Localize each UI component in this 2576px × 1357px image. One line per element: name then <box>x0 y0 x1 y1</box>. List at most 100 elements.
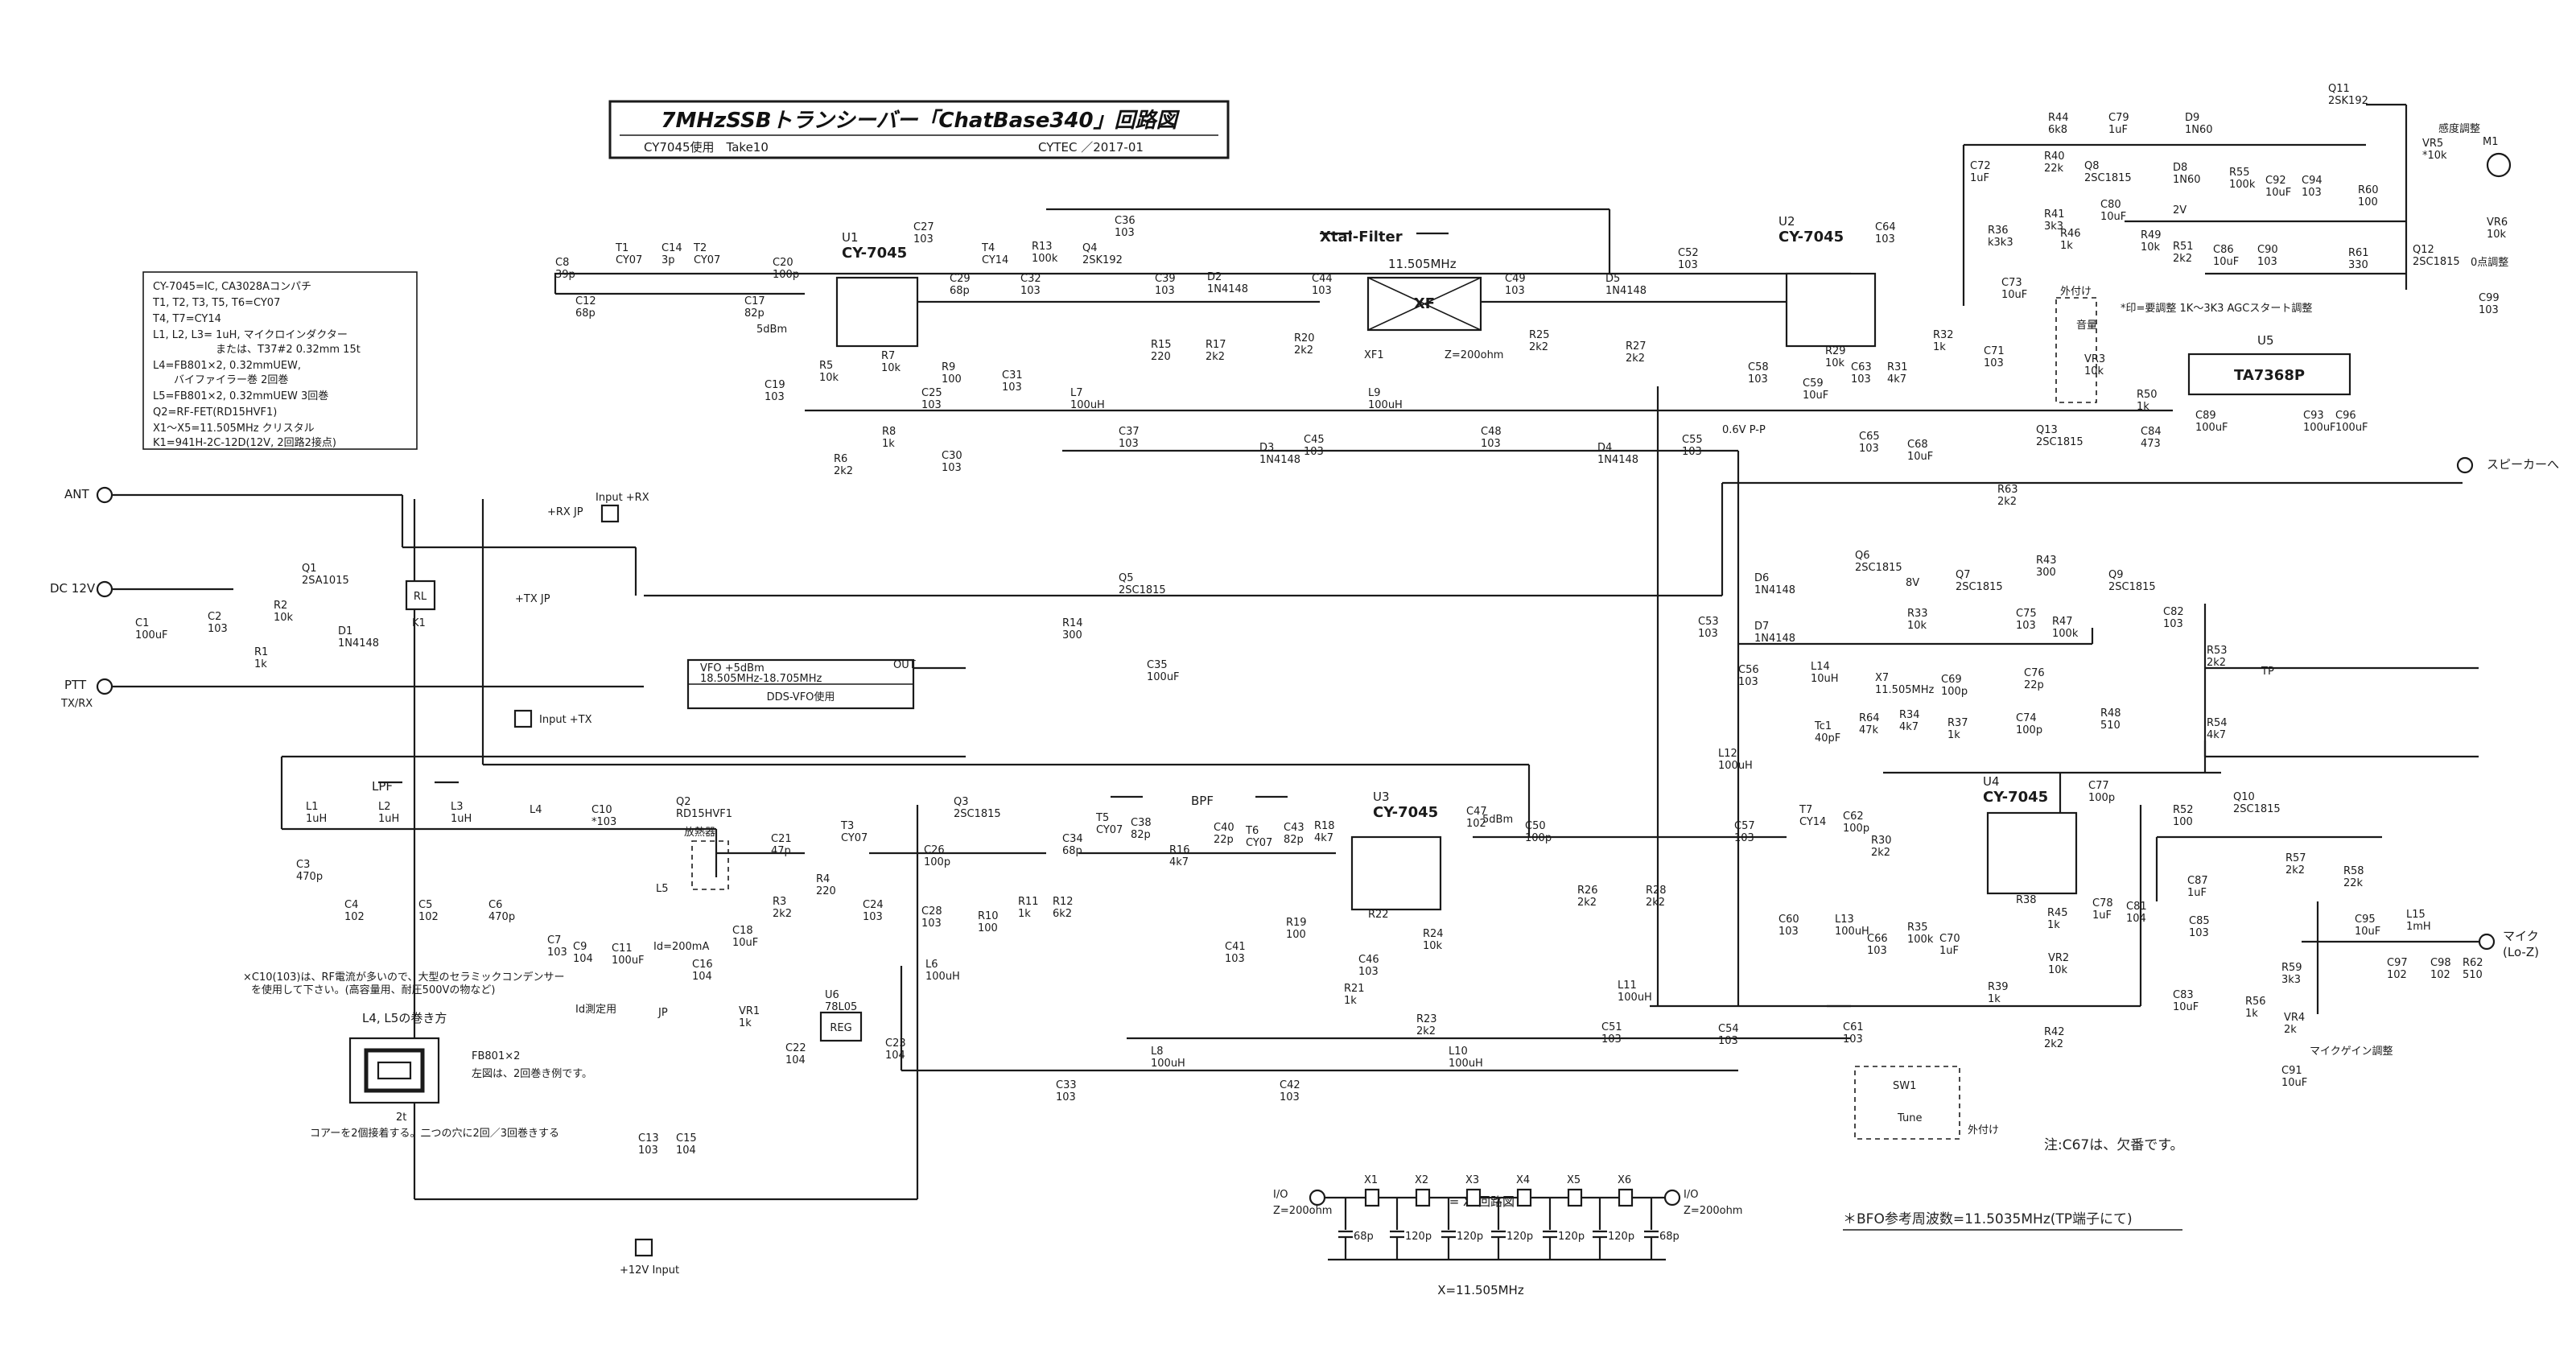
component-vr5: VR5*10k <box>2422 138 2447 162</box>
dc-terminal <box>96 580 113 598</box>
component-ref: R34 <box>1899 709 1920 721</box>
component-ref: L13 <box>1835 914 1854 926</box>
component-ref: VR6 <box>2487 217 2508 229</box>
agc-note: *印=要調整 1K〜3K3 AGCスタート調整 <box>2121 303 2312 315</box>
component-ref: C78 <box>2092 897 2113 909</box>
component-value: 100p <box>2016 724 2042 736</box>
component-ref: T1 <box>615 242 629 254</box>
vfo-line: 18.505MHz-18.705MHz <box>700 673 822 685</box>
component-value: 103 <box>942 462 962 474</box>
title-sub-left: CY7045使用 Take10 <box>644 140 769 155</box>
component-value: 10uF <box>2173 1001 2199 1013</box>
component-value: 100 <box>2358 196 2378 208</box>
component-ref: T7 <box>1799 804 1812 816</box>
component-ref: C30 <box>942 450 962 462</box>
component-ref: R61 <box>2348 247 2369 259</box>
component-ref: C98 <box>2430 957 2451 969</box>
component-ref: R6 <box>834 453 847 465</box>
component-ref: R38 <box>2016 894 2037 906</box>
component-value: 102 <box>2430 969 2450 981</box>
component-ref: R11 <box>1018 896 1039 908</box>
component-value: 2SC1815 <box>2036 436 2083 448</box>
component-ref: C11 <box>612 942 633 955</box>
component-ref: R24 <box>1423 928 1444 940</box>
component-ref: C57 <box>1734 820 1755 832</box>
meter-m1 <box>2486 152 2512 178</box>
component-value: 100uF <box>135 629 168 641</box>
component-value: 10k <box>1423 940 1443 952</box>
sensitivity-label: 感度調整 <box>2438 122 2480 135</box>
component-value: 1N4148 <box>1207 283 1248 295</box>
component-ref: R64 <box>1859 712 1880 724</box>
component-value: 300 <box>1062 629 1082 641</box>
component-value: 100uH <box>1618 992 1652 1004</box>
bfo-note: ＊BFO参考周波数=11.5035MHz(TP端子にて) <box>1843 1211 2133 1227</box>
component-value: 100uF <box>2335 422 2368 434</box>
ext-label: 外付け <box>1968 1124 1999 1136</box>
cap-value: 120p <box>1506 1231 1533 1243</box>
component-value: 1uF <box>2092 909 2112 922</box>
component-value: 103 <box>1738 676 1758 688</box>
component-ref: C29 <box>950 273 971 285</box>
component-value: 103 <box>1859 443 1879 455</box>
component-value: 2k <box>2284 1024 2297 1036</box>
v8-label: 8V <box>1906 577 1919 589</box>
xf-section-title: = XF回路図 = <box>1449 1194 1529 1209</box>
component-value: 2SC1815 <box>2084 172 2132 184</box>
component-value: 6k8 <box>2048 124 2067 136</box>
component-value: 1uF <box>1939 945 1959 957</box>
component-value: 103 <box>921 399 942 411</box>
component-value: 103 <box>638 1145 658 1157</box>
component-value: 100uF <box>2303 422 2336 434</box>
component-ref: Q11 <box>2328 83 2350 95</box>
note-line: T1, T2, T3, T5, T6=CY07 <box>152 297 280 309</box>
component-ref: C68 <box>1907 439 1928 451</box>
component-value: 2k2 <box>834 465 853 477</box>
component-value: 103 <box>1002 382 1022 394</box>
component-value: 10k <box>2487 229 2507 241</box>
component-ref: R46 <box>2060 228 2081 240</box>
component-value: 103 <box>1225 953 1245 965</box>
ic-u2: U2 CY-7045 <box>1778 214 1877 348</box>
component-ref: C87 <box>2187 875 2208 887</box>
jp-label: JP <box>657 1007 668 1019</box>
component-ref: L2 <box>378 801 391 813</box>
vpp-label: 0.6V P-P <box>1722 424 1766 436</box>
component-value: 1N4148 <box>1259 454 1300 466</box>
component-value: 1uH <box>378 813 399 825</box>
component-ref: R5 <box>819 360 833 372</box>
component-ref: R25 <box>1529 329 1550 341</box>
xf-freq: X=11.505MHz <box>1437 1283 1524 1297</box>
component-c10: C10*103 <box>591 804 616 828</box>
component-value: 2SC1815 <box>1956 581 2003 593</box>
